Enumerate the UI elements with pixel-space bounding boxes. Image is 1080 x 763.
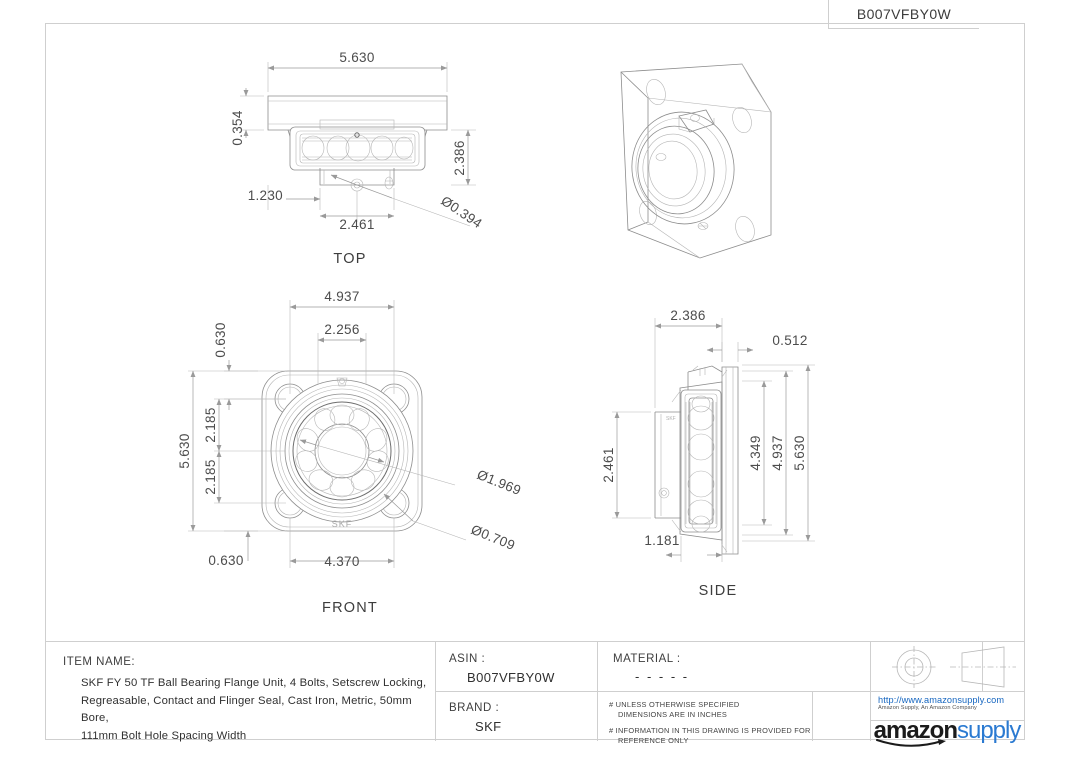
amazonsupply-subtitle: Amazon Supply, An Amazon Company: [878, 705, 977, 711]
dim-front-bolt-span-h: 4.937: [324, 289, 359, 304]
projection-symbol-cell: [870, 642, 1024, 691]
note-line-4: REFERENCE ONLY: [618, 735, 689, 745]
dim-top-width: 5.630: [339, 50, 374, 65]
side-view-label: SIDE: [699, 583, 738, 599]
dim-side-offset: 1.181: [644, 533, 679, 548]
top-view-geometry: [267, 95, 448, 192]
dim-front-inner-span: 2.256: [324, 322, 359, 337]
asin-cell: ASIN : B007VFBY0W: [435, 642, 597, 691]
front-view-label: FRONT: [322, 600, 378, 616]
projection-symbol-icon: [892, 646, 1016, 688]
logo-supply-text: supply: [956, 716, 1021, 744]
item-name-line-1: SKF FY 50 TF Ball Bearing Flange Unit, 4…: [81, 677, 427, 689]
front-view-geometry: SKF: [261, 370, 423, 532]
asin-badge: B007VFBY0W: [828, 0, 979, 29]
brand-value: SKF: [475, 719, 502, 734]
side-view-mark: SKF: [666, 416, 676, 422]
note-line-3: # INFORMATION IN THIS DRAWING IS PROVIDE…: [609, 725, 811, 735]
dim-side-flange-thk: 0.512: [772, 333, 807, 348]
material-label: MATERIAL :: [613, 653, 681, 665]
dim-front-half-upper: 2.185: [203, 407, 218, 442]
dim-side-depth: 2.386: [670, 308, 705, 323]
title-block-wrapper: ITEM NAME: SKF FY 50 TF Ball Bearing Fla…: [45, 23, 1025, 747]
notes-cell: # UNLESS OTHERWISE SPECIFIED DIMENSIONS …: [597, 691, 812, 745]
url-cell[interactable]: http://www.amazonsupply.com Amazon Suppl…: [870, 691, 1024, 720]
dim-side-bolt-pitch: 4.349: [748, 435, 763, 470]
amazonsupply-url[interactable]: http://www.amazonsupply.com: [878, 695, 1005, 705]
dim-front-overall: 5.630: [177, 433, 192, 468]
side-view-geometry: SKF: [654, 365, 739, 555]
note-line-2: DIMENSIONS ARE IN INCHES: [618, 709, 728, 719]
asin-label: ASIN :: [449, 653, 486, 665]
brand-cell: BRAND : SKF: [435, 691, 597, 741]
dim-front-bolt-span-b: 4.370: [324, 554, 359, 569]
dim-front-half-lower: 2.185: [203, 459, 218, 494]
tb-divider-7: [870, 720, 1024, 721]
asin-badge-text: B007VFBY0W: [856, 6, 952, 22]
top-view-label: TOP: [333, 251, 366, 267]
front-view-brand-mark: SKF: [332, 519, 353, 529]
dim-side-hub-h: 2.461: [601, 447, 616, 482]
isometric-view: [620, 63, 772, 259]
dim-front-corner-top: 0.630: [213, 322, 228, 357]
top-view-dimensions: 5.630 0.354 2.386 1.230 2.461 Ø0.394 TOP: [230, 50, 485, 267]
amazon-smile-icon: [875, 738, 946, 747]
dim-front-corner-bottom: 0.630: [208, 553, 243, 568]
amazonsupply-logo: amazonsupply: [870, 716, 1024, 747]
front-view-dimensions: 4.937 2.256 5.630 0.630 2.185 2.185 0.63…: [177, 289, 523, 616]
title-block: ITEM NAME: SKF FY 50 TF Ball Bearing Fla…: [45, 641, 1024, 747]
tb-divider-5: [812, 691, 813, 741]
dim-top-height: 2.386: [452, 140, 467, 175]
dim-top-offset: 1.230: [248, 188, 283, 203]
dim-top-plate-thickness: 0.354: [230, 110, 245, 145]
dim-top-span: 2.461: [339, 217, 374, 232]
material-value: - - - - -: [635, 669, 690, 684]
item-name-label: ITEM NAME:: [63, 656, 136, 668]
side-view-dimensions: 2.386 0.512 2.461 4.349 4.937 5.630 1.18…: [601, 308, 815, 599]
item-name-line-2: Regreasable, Contact and Flinger Seal, C…: [81, 694, 412, 725]
logo-amazon-text: amazon: [873, 716, 958, 744]
item-name-line-3: 111mm Bolt Hole Spacing Width: [81, 729, 247, 742]
tb-divider-8: [982, 642, 983, 691]
brand-label: BRAND :: [449, 702, 500, 714]
tb-divider-4: [435, 691, 870, 692]
note-line-1: # UNLESS OTHERWISE SPECIFIED: [609, 700, 740, 709]
drawing-sheet-border: [45, 23, 1025, 740]
material-cell: MATERIAL : - - - - -: [597, 642, 870, 691]
dim-side-bolt-span: 4.937: [770, 435, 785, 470]
tb-divider-6: [870, 691, 1024, 692]
asin-value: B007VFBY0W: [467, 670, 555, 685]
item-name-cell: ITEM NAME: SKF FY 50 TF Ball Bearing Fla…: [45, 642, 435, 742]
dim-side-overall: 5.630: [792, 435, 807, 470]
